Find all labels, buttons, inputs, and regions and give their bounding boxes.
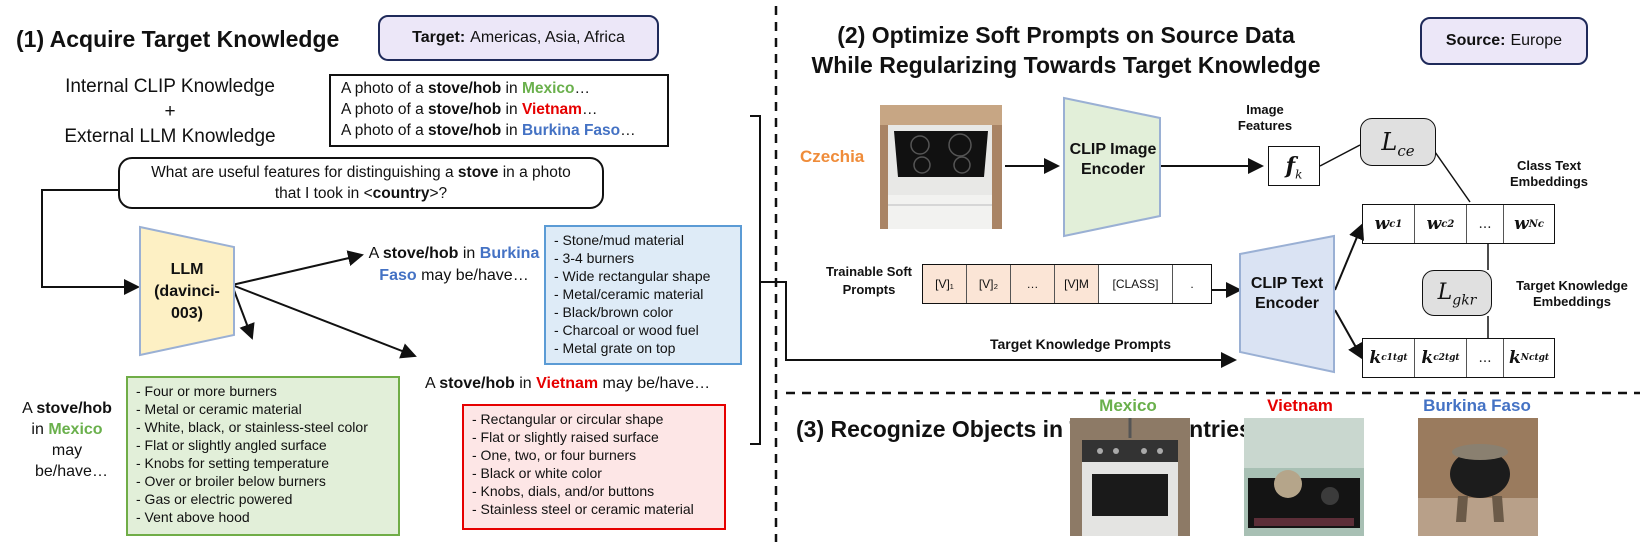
prompt-burkina: A photo of a stove/hob in Burkina Faso… — [341, 122, 636, 139]
target-label: Target: — [412, 29, 466, 46]
image-features-label: Image Features — [1237, 102, 1293, 133]
country-label-vietnam: Vietnam — [1267, 396, 1333, 415]
prompt-vietnam: A photo of a stove/hob in Vietnam… — [341, 101, 598, 118]
country-label-burkina: Burkina Faso — [1423, 396, 1531, 415]
source-value: Europe — [1510, 32, 1563, 49]
loss-gkr-box: Lgkr — [1422, 270, 1492, 316]
llm-question-box: What are useful features for distinguish… — [118, 157, 604, 209]
clip-image-encoder-block — [1063, 96, 1161, 238]
vietnam-response-text: A stove/hob in Vietnam may be/have… — [425, 375, 711, 392]
target-prompts-box: A photo of a stove/hob in Mexico… A phot… — [329, 74, 669, 147]
target-value: Americas, Asia, Africa — [470, 29, 625, 46]
target-knowledge-prompts-label: Target Knowledge Prompts — [990, 336, 1171, 352]
llm-block — [139, 225, 235, 357]
source-region-badge: Source: Europe — [1420, 17, 1588, 65]
clip-image-encoder-label: CLIP Image Encoder — [1069, 141, 1157, 178]
burkina-features-box: - Stone/mud material - 3-4 burners - Wid… — [544, 225, 742, 365]
section1-title: (1) Acquire Target Knowledge — [16, 26, 340, 52]
knowledge-sources: Internal CLIP Knowledge + External LLM K… — [30, 74, 310, 149]
mexico-response-text: A stove/hob in Mexico may be/have… — [22, 400, 112, 480]
section3-title: (3) Recognize Objects in Target Countrie… — [796, 416, 1252, 442]
section2-title: (2) Optimize Soft Prompts on Source Data… — [811, 22, 1321, 78]
clip-text-encoder-block — [1239, 234, 1335, 374]
loss-ce-box: Lce — [1360, 118, 1436, 166]
source-country-label: Czechia — [800, 147, 865, 166]
country-label-mexico: Mexico — [1099, 396, 1157, 415]
mexico-features-box: - Four or more burners - Metal or cerami… — [126, 376, 400, 536]
target-regions-badge: Target: Americas, Asia, Africa — [378, 15, 659, 61]
external-knowledge-label: External LLM Knowledge — [64, 126, 276, 147]
token-vm: [V]M — [1055, 265, 1099, 303]
token-v1: [V]₁ — [923, 265, 967, 303]
internal-knowledge-label: Internal CLIP Knowledge — [65, 76, 275, 97]
burkina-response-text: A stove/hob in Burkina Faso may be/have… — [368, 245, 540, 284]
image-feature-symbol: fk — [1268, 146, 1320, 186]
trainable-soft-prompts-label: Trainable Soft Prompts — [826, 264, 912, 297]
vietnam-stove-photo — [1244, 418, 1364, 536]
vietnam-features-box: - Rectangular or circular shape - Flat o… — [462, 404, 726, 530]
prompt-mexico: A photo of a stove/hob in Mexico… — [341, 80, 590, 97]
token-class: [CLASS] — [1099, 265, 1173, 303]
target-knowledge-embeddings-label: Target Knowledge Embeddings — [1516, 278, 1628, 309]
czechia-stove-photo — [880, 105, 1002, 229]
class-text-embeddings-label: Class Text Embeddings — [1509, 158, 1588, 189]
llm-label: LLM (davinci-003) — [154, 261, 220, 322]
token-ellipsis: … — [1011, 265, 1055, 303]
source-label: Source: — [1445, 32, 1506, 49]
target-embedding-ellipsis: … — [1467, 339, 1504, 377]
mexico-stove-photo — [1070, 418, 1190, 536]
token-period: . — [1190, 277, 1194, 291]
class-embedding-ellipsis: … — [1467, 205, 1504, 243]
clip-text-encoder-label: CLIP Text Encoder — [1250, 275, 1324, 312]
plus-sign: + — [164, 101, 176, 122]
token-v2: [V]₂ — [967, 265, 1011, 303]
burkina-stove-photo — [1418, 418, 1538, 536]
soft-prompt-tokens: [V]₁ [V]₂ … [V]M [CLASS] . — [922, 264, 1212, 304]
